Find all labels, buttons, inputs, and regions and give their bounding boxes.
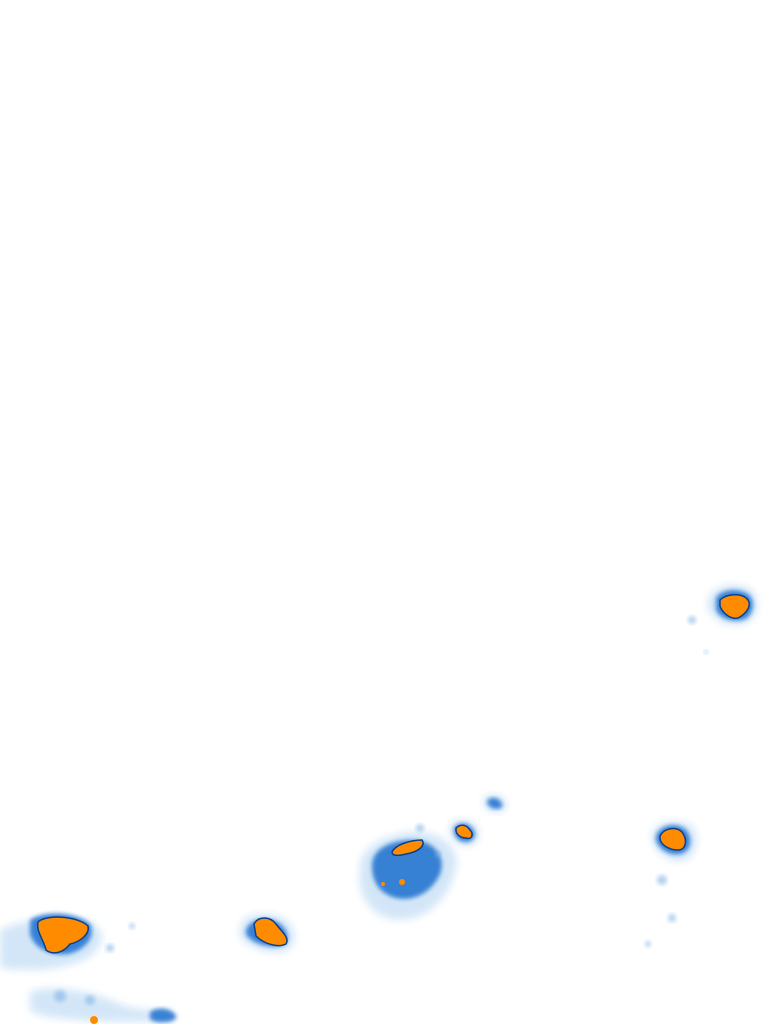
light-speck-5 [129, 923, 135, 929]
cell-center-ring-band [372, 840, 442, 899]
intense-dot-2 [381, 882, 385, 886]
light-speck-8 [85, 995, 95, 1005]
precipitation-layer [0, 585, 757, 1024]
light-speck-2 [657, 875, 667, 885]
light-speck-3 [668, 914, 676, 922]
light-speck-6 [106, 944, 114, 952]
light-speck-10 [435, 851, 441, 857]
cell-east-upper-core [719, 594, 750, 620]
cell-southwest-band [150, 1008, 177, 1023]
cell-southwest-halo [30, 988, 177, 1022]
light-speck-7 [54, 990, 66, 1002]
cell-center-left-core [253, 917, 288, 947]
light-speck-9 [416, 824, 424, 832]
light-speck-1 [704, 650, 708, 654]
cell-east-lower-core [659, 827, 687, 851]
cell-center-ring-core [391, 839, 424, 857]
intense-dot-1 [399, 879, 405, 885]
intense-dot-0 [90, 1016, 98, 1024]
cell-west-core [36, 916, 89, 954]
cell-center-speck-band [487, 797, 503, 809]
light-speck-4 [645, 941, 651, 947]
cell-center-small-core [455, 824, 473, 840]
light-speck-0 [688, 616, 696, 624]
